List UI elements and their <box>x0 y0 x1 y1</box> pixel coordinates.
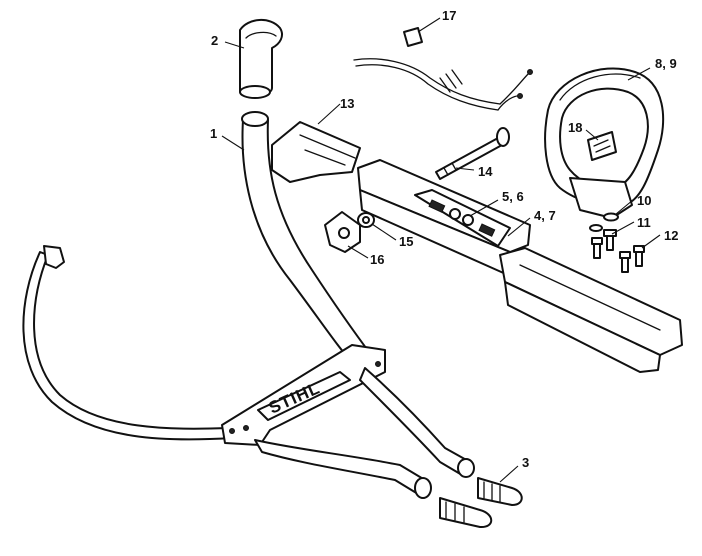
callout-8-9: 8, 9 <box>655 56 677 71</box>
part-17-cable <box>353 27 533 111</box>
callout-11: 11 <box>637 215 651 230</box>
callout-2: 2 <box>211 33 218 48</box>
callout-15: 15 <box>399 234 413 249</box>
callout-18: 18 <box>568 120 582 135</box>
part-10-washer <box>603 212 619 222</box>
part-15-washer <box>357 212 375 228</box>
callout-1: 1 <box>210 126 217 141</box>
callout-labels: 2 1 3 4, 7 5, 6 8, 9 10 11 12 13 14 15 1… <box>210 8 678 470</box>
part-12-screws <box>591 237 645 273</box>
part-3-plugs <box>439 477 523 529</box>
callout-16: 16 <box>370 252 384 267</box>
part-11-washer-screw <box>589 224 617 251</box>
callout-leaders <box>221 17 661 483</box>
callout-5-6: 5, 6 <box>502 189 524 204</box>
callout-13: 13 <box>340 96 354 111</box>
callout-14: 14 <box>478 164 493 179</box>
part-1-bike-handle: STIHL <box>22 111 475 499</box>
callout-3: 3 <box>522 455 529 470</box>
callout-17: 17 <box>442 8 456 23</box>
part-16-knob <box>324 211 361 253</box>
callout-10: 10 <box>637 193 651 208</box>
callout-12: 12 <box>664 228 678 243</box>
part-18-decal <box>587 131 617 161</box>
part-5-6-label <box>414 189 511 247</box>
part-14-bolt <box>435 127 510 180</box>
part-13-clamp <box>271 121 361 183</box>
part-2-grip <box>239 19 283 99</box>
callout-4-7: 4, 7 <box>534 208 556 223</box>
